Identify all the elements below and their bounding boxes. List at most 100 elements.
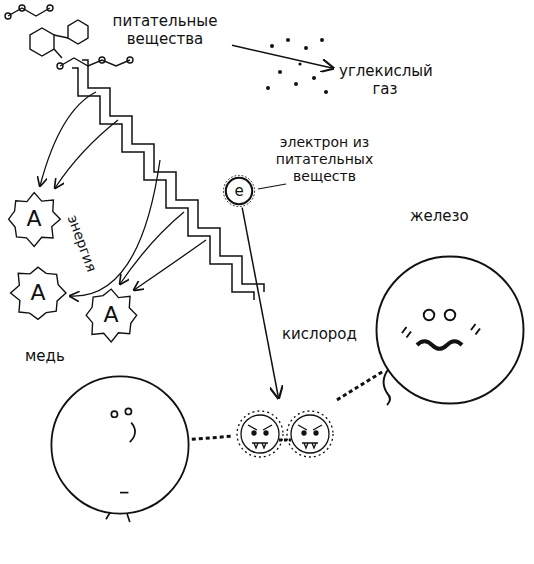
leader-line — [258, 184, 286, 189]
fangs — [302, 443, 318, 448]
feet — [106, 512, 130, 522]
node-text: питательные вещества — [104, 12, 226, 48]
oxygen-atom — [237, 411, 283, 457]
mouth — [120, 492, 128, 494]
face — [384, 310, 480, 405]
molecule-bond — [54, 35, 68, 38]
energy-arrow — [120, 212, 184, 284]
arrow-connector — [242, 208, 278, 398]
electron-fuzz — [223, 175, 254, 206]
dot — [266, 86, 270, 90]
dot — [320, 38, 324, 42]
dot — [286, 38, 290, 42]
molecule-bond — [54, 49, 62, 58]
node-text: А — [30, 280, 45, 306]
mustache — [417, 341, 462, 349]
atom-body — [291, 415, 329, 453]
atom-outline — [51, 376, 188, 513]
eye — [252, 431, 256, 435]
atp-blob: А — [10, 265, 66, 321]
eye — [302, 431, 306, 435]
stair-line — [72, 68, 254, 300]
staircase — [72, 60, 264, 300]
energy-arrow — [40, 92, 96, 186]
copper-atom: медь — [50, 375, 190, 515]
molecule-atom — [19, 5, 25, 11]
iron-atom: железо — [375, 255, 525, 405]
face — [106, 408, 135, 522]
molecule-atom — [99, 57, 105, 63]
brows — [248, 425, 272, 430]
eye — [314, 431, 318, 435]
dot — [304, 46, 308, 50]
electron-circle: e — [224, 176, 254, 206]
fangs — [252, 443, 268, 448]
molecule-ring — [68, 20, 88, 44]
energy-arrow — [134, 240, 206, 290]
node-heading: медь — [25, 347, 65, 365]
shape-outline — [50, 375, 190, 515]
stair-line — [82, 60, 264, 292]
co2-dots — [266, 38, 328, 94]
brows — [298, 425, 322, 430]
chain-connector — [337, 370, 385, 399]
molecule-atom — [127, 57, 133, 63]
chain-link — [279, 439, 291, 442]
molecule-atom — [5, 13, 11, 19]
energy-label: энергия — [62, 208, 102, 280]
molecule-ring — [30, 28, 54, 56]
arrow-connector — [232, 45, 333, 68]
blob-outline — [8, 192, 60, 246]
blob-outline — [86, 289, 137, 342]
node-text: e — [234, 182, 243, 200]
eye — [125, 408, 131, 414]
dot — [324, 90, 328, 94]
eye — [445, 310, 456, 321]
molecule-atom — [57, 63, 63, 69]
atom-outline — [377, 257, 524, 404]
atp-blob: А — [7, 192, 61, 246]
tail — [384, 369, 390, 405]
heading-wrap: медь — [25, 347, 65, 365]
node-body: А — [84, 288, 138, 342]
node-text: А — [103, 302, 118, 328]
molecule-atom — [47, 5, 53, 11]
nutrients-node: питательные вещества — [100, 8, 230, 52]
energy-arrow — [55, 120, 118, 188]
dot — [312, 76, 316, 80]
eye — [264, 431, 268, 435]
nose — [130, 423, 135, 443]
node-body: А — [10, 265, 66, 321]
node-text: А — [26, 206, 41, 232]
node-heading: железо — [410, 207, 469, 225]
dot — [294, 82, 298, 86]
callout-label: электрон из питательных веществ — [262, 134, 387, 184]
atom-fuzz — [287, 411, 333, 457]
node-body: А — [7, 192, 61, 246]
blob-outline — [11, 267, 66, 319]
node-text: углекислый газ — [339, 62, 431, 98]
atp-blob: А — [84, 288, 138, 342]
atom-fuzz — [237, 411, 283, 457]
dot — [278, 70, 282, 74]
dot — [298, 62, 301, 65]
chain-connector — [192, 436, 233, 439]
oxygen-pair: кислород — [235, 400, 335, 464]
co2-node: углекислый газ — [335, 58, 435, 102]
heading-wrap: кислород — [282, 325, 357, 343]
energy-label-wrap: энергия — [62, 208, 102, 280]
dot — [270, 44, 274, 48]
shape-outline — [235, 400, 335, 464]
node-body: e — [224, 176, 254, 206]
energy-arrows — [40, 92, 206, 296]
molecule-chain — [60, 58, 130, 66]
electron-outline — [226, 178, 252, 204]
shape-outline — [375, 255, 525, 405]
atom-body — [241, 415, 279, 453]
molecule-chain — [8, 8, 50, 16]
node-heading: кислород — [282, 325, 357, 343]
eye — [424, 310, 435, 321]
